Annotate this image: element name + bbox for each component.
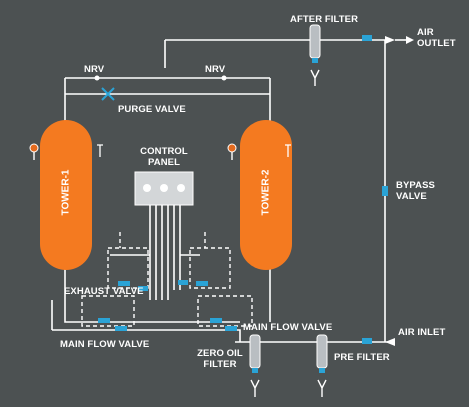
main-flow-valve-right-label: MAIN FLOW VALVE — [243, 322, 333, 333]
zero-oil-line1: ZERO OIL — [197, 348, 243, 359]
valve-icon — [138, 286, 148, 291]
manifold-pipe — [52, 329, 241, 342]
air-outlet-line2: OUTLET — [417, 38, 456, 49]
control-panel — [134, 171, 194, 206]
valve-icon — [382, 186, 388, 196]
tower-2-label: TOWER-2 — [260, 169, 272, 216]
exhaust-valve-label: EXHAUST VALVE — [64, 286, 144, 297]
nrv-left-label: NRV — [84, 64, 105, 75]
valve-icon — [362, 35, 372, 41]
zero-oil-line2: FILTER — [203, 359, 237, 370]
air-inlet-label: AIR INLET — [398, 327, 446, 338]
control-panel-line1: CONTROL — [140, 146, 188, 157]
indicator-light-icon — [143, 184, 151, 192]
filter-icon — [309, 24, 321, 86]
indicator-light-icon — [177, 184, 185, 192]
valve-icon — [178, 280, 188, 285]
purge-valve-icon — [101, 87, 115, 101]
control-panel-label: CONTROL PANEL — [135, 146, 193, 168]
pre-filter-label: PRE FILTER — [334, 352, 390, 363]
main-flow-valve-left-label: MAIN FLOW VALVE — [60, 339, 150, 350]
filter-icon — [249, 334, 261, 397]
after-filter-label: AFTER FILTER — [290, 14, 359, 25]
valve-icon — [98, 318, 110, 323]
pressure-gauge-icon — [227, 143, 237, 160]
valve-icon — [225, 326, 237, 331]
control-tubes — [149, 205, 181, 300]
main-flow-box-left — [81, 295, 135, 327]
arrow-right-icon — [385, 36, 414, 44]
control-lines — [81, 232, 253, 327]
zero-oil-filter-label: ZERO OIL FILTER — [195, 348, 245, 370]
valve-icon — [196, 281, 208, 286]
bypass-line1: BYPASS — [396, 180, 435, 191]
filter-icon — [316, 334, 328, 397]
exhaust-valve-box-left — [107, 247, 149, 289]
bypass-line2: VALVE — [396, 191, 427, 202]
exhaust-valve-box-right — [189, 247, 231, 289]
air-outlet-label: AIR OUTLET — [417, 27, 456, 49]
nrv-left-icon — [94, 75, 100, 81]
tower-1-label: TOWER-1 — [60, 169, 72, 216]
valves — [98, 35, 388, 344]
valve-icon — [362, 338, 372, 344]
valve-icon — [115, 326, 127, 331]
pressure-gauge-icon — [29, 143, 39, 160]
valve-icon — [210, 318, 222, 323]
control-panel-line2: PANEL — [148, 157, 180, 168]
arrow-left-icon — [385, 338, 395, 346]
bypass-valve-label: BYPASS VALVE — [396, 180, 435, 202]
tower1-bottom-pipe — [64, 268, 240, 323]
nrv-right-label: NRV — [205, 64, 226, 75]
air-outlet-line1: AIR — [417, 27, 434, 38]
tower-2 — [240, 120, 292, 270]
nrv-right-icon — [221, 75, 227, 81]
purge-valve-label: PURGE VALVE — [118, 104, 186, 115]
thermometer-icon — [97, 144, 291, 157]
valve-icon — [118, 281, 130, 286]
indicator-light-icon — [160, 184, 168, 192]
tower-1 — [40, 120, 92, 270]
